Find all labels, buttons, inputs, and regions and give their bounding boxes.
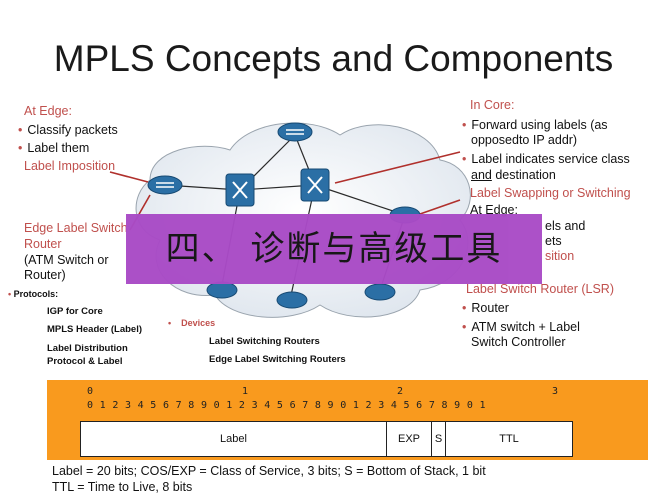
device-item: Edge Label Switching Routers bbox=[209, 354, 346, 365]
s-field: S bbox=[432, 422, 446, 456]
bullet-icon: • bbox=[462, 301, 467, 315]
label-imposition: Label Imposition bbox=[24, 159, 116, 173]
edge-router-heading-2: Router bbox=[24, 237, 62, 251]
bit-tens: 3 bbox=[552, 386, 559, 397]
label-field: Label bbox=[81, 422, 387, 456]
lsr-heading: Label Switch Router (LSR) bbox=[466, 282, 614, 296]
bullet-icon: • bbox=[462, 118, 467, 132]
protocol-item: Label Distribution bbox=[47, 343, 128, 354]
caption-line: TTL = Time to Live, 8 bits bbox=[52, 480, 193, 494]
bit-tens: 2 bbox=[397, 386, 404, 397]
bullet-icon: • bbox=[168, 318, 182, 328]
core-heading: In Core: bbox=[470, 98, 515, 112]
edge-heading: At Edge: bbox=[24, 104, 72, 118]
core-item-cont: opposedto IP addr) bbox=[471, 133, 578, 147]
device-item: Label Switching Routers bbox=[209, 336, 320, 347]
core-item: •Label indicates service class bbox=[462, 152, 630, 166]
core-item-cont: and destination bbox=[471, 168, 556, 182]
bullet-icon: • bbox=[18, 141, 23, 155]
lsr-item: •Router bbox=[462, 301, 509, 315]
bit-tens: 1 bbox=[242, 386, 249, 397]
ttl-field: TTL bbox=[499, 433, 519, 445]
edge-router-icon bbox=[147, 175, 183, 195]
core-item: •Forward using labels (as bbox=[462, 118, 608, 132]
edge-router-icon bbox=[276, 291, 308, 309]
protocol-item: IGP for Core bbox=[47, 306, 103, 317]
bullet-icon: • bbox=[8, 289, 14, 299]
caption-line: Label = 20 bits; COS/EXP = Class of Serv… bbox=[52, 464, 486, 478]
header-caption: Label = 20 bits; COS/EXP = Class of Serv… bbox=[47, 461, 648, 500]
edge-item: •Label them bbox=[18, 141, 90, 155]
bullet-icon: • bbox=[18, 123, 23, 137]
partial-text: sition bbox=[545, 249, 575, 263]
bit-positions: 0 1 2 3 4 5 6 7 8 9 0 1 2 3 4 5 6 7 8 9 … bbox=[87, 400, 486, 411]
edge-router-heading: Edge Label Switch bbox=[24, 221, 128, 235]
devices-heading: • Devices bbox=[168, 318, 216, 328]
edge-router-sub: (ATM Switch or bbox=[24, 253, 109, 267]
edge-item: •Classify packets bbox=[18, 123, 118, 137]
partial-text: ets bbox=[545, 234, 562, 248]
core-router-icon bbox=[277, 122, 313, 142]
bit-tens: 0 bbox=[87, 386, 94, 397]
protocols-heading: • Protocols: bbox=[8, 289, 59, 299]
atm-switch-icon bbox=[300, 168, 330, 202]
slide-title: MPLS Concepts and Components bbox=[53, 38, 614, 79]
edge-router-icon bbox=[206, 281, 238, 299]
label-swapping: Label Swapping or Switching bbox=[470, 186, 631, 200]
bullet-icon: • bbox=[462, 320, 467, 334]
partial-text: els and bbox=[545, 219, 586, 233]
bullet-icon: • bbox=[462, 152, 467, 166]
protocol-item: Protocol & Label bbox=[47, 356, 123, 367]
at-edge-right: At Edge: bbox=[470, 203, 518, 217]
mpls-label-fields: Label EXP S TTL bbox=[80, 421, 573, 457]
protocol-item: MPLS Header (Label) bbox=[47, 324, 143, 335]
edge-router-icon bbox=[364, 283, 396, 301]
lsr-item-cont: Switch Controller bbox=[471, 335, 566, 349]
lsr-item: •ATM switch + Label bbox=[462, 320, 580, 334]
overlay-banner: 四、 诊断与高级工具 bbox=[126, 214, 542, 284]
atm-switch-icon bbox=[225, 173, 255, 207]
edge-router-sub-2: Router) bbox=[24, 268, 66, 282]
exp-field: EXP bbox=[387, 422, 432, 456]
